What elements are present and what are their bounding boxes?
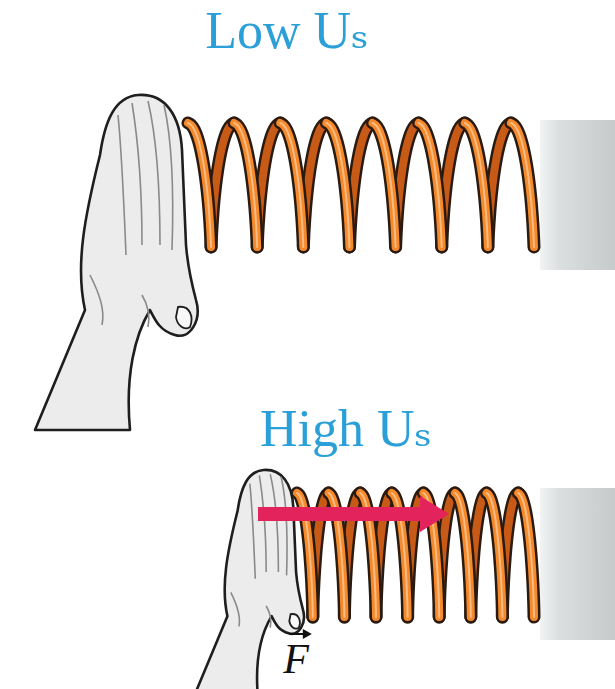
finger-line xyxy=(148,101,160,245)
hand-outline xyxy=(35,95,198,430)
coil-outline xyxy=(373,123,396,247)
coil-highlight xyxy=(419,123,442,247)
coil-outline xyxy=(234,123,257,247)
coil xyxy=(234,123,257,247)
coil xyxy=(465,123,488,247)
coil-outline xyxy=(487,493,503,617)
finger-line xyxy=(118,115,126,255)
coil-highlight xyxy=(373,123,396,247)
finger-line xyxy=(250,484,255,579)
finger-line xyxy=(164,105,173,250)
coil-outline xyxy=(518,493,534,617)
finger-line xyxy=(142,295,149,327)
coil-outline xyxy=(419,123,442,247)
spring-front xyxy=(188,123,534,247)
coil xyxy=(419,123,442,247)
coil-highlight xyxy=(518,493,534,617)
finger-line xyxy=(281,477,287,576)
coil-highlight xyxy=(234,123,257,247)
coil xyxy=(487,493,503,617)
spring-back xyxy=(211,123,511,247)
coil xyxy=(455,493,471,617)
coil-outline xyxy=(511,123,534,247)
coil-outline xyxy=(188,123,211,247)
finger-line xyxy=(266,606,271,628)
finger-line xyxy=(90,275,103,325)
coil xyxy=(518,493,534,617)
energy-label: High Uₛ xyxy=(260,400,432,457)
label-slot: F xyxy=(283,636,309,682)
hand xyxy=(35,95,198,430)
wall xyxy=(540,120,615,270)
finger-line xyxy=(231,592,240,626)
finger-line xyxy=(132,103,142,245)
finger-line xyxy=(259,475,266,572)
label-slot: High Uₛ xyxy=(260,400,432,457)
coil xyxy=(280,123,303,247)
coil-outline xyxy=(465,123,488,247)
hand-group xyxy=(35,95,304,689)
label-slot: Low Uₛ xyxy=(205,2,368,59)
coil-outline xyxy=(280,123,303,247)
coil-highlight xyxy=(188,123,211,247)
coil-highlight xyxy=(280,123,303,247)
finger-line xyxy=(270,474,278,572)
coil-highlight xyxy=(455,493,471,617)
coil-highlight xyxy=(326,123,349,247)
coil-outline xyxy=(455,493,471,617)
thumbnail xyxy=(289,614,300,629)
force-symbol: F xyxy=(283,636,309,682)
coil xyxy=(188,123,211,247)
wall xyxy=(540,488,615,640)
energy-label: Low Uₛ xyxy=(205,2,368,59)
coil-highlight xyxy=(465,123,488,247)
coil-highlight xyxy=(487,493,503,617)
coil-outline xyxy=(326,123,349,247)
coil xyxy=(326,123,349,247)
thumbnail xyxy=(176,307,192,328)
force-arrow xyxy=(258,496,449,532)
coil xyxy=(373,123,396,247)
coil-highlight xyxy=(511,123,534,247)
coil xyxy=(511,123,534,247)
